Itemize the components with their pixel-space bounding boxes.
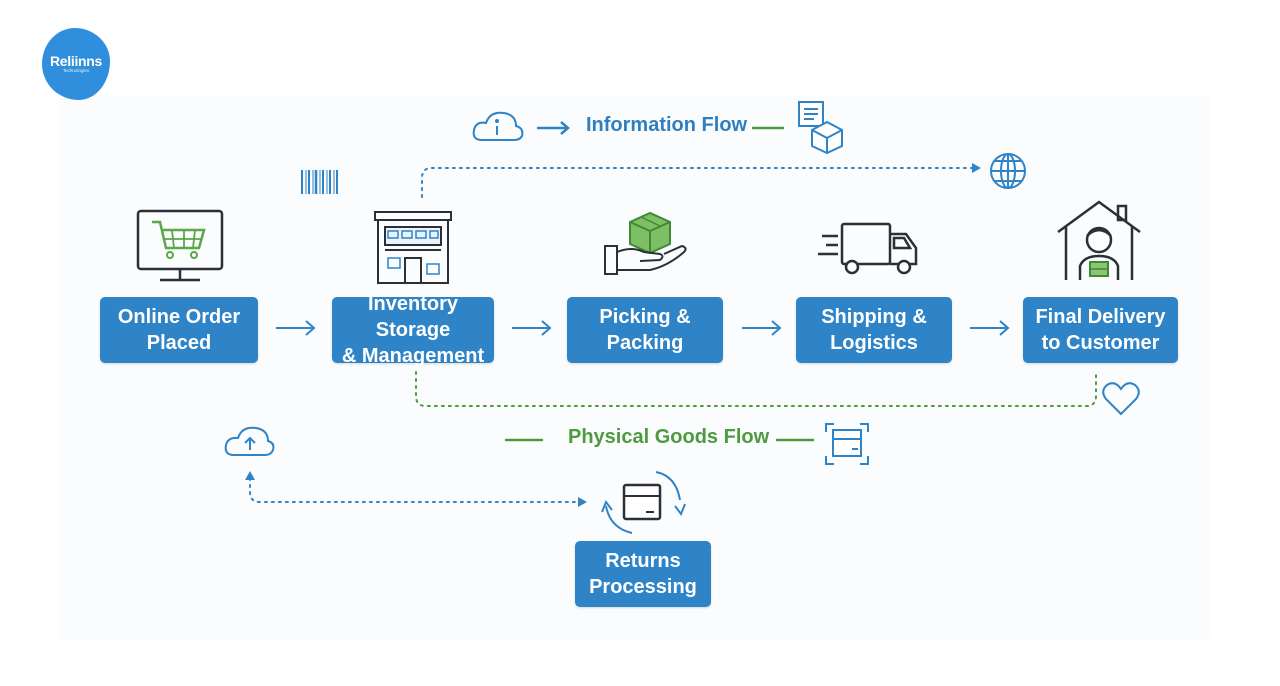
node-shipping-logistics: Shipping & Logistics <box>796 297 952 363</box>
node-inventory-storage: Inventory Storage & Management <box>332 293 494 367</box>
company-logo: Reliinns Technologies <box>42 28 110 100</box>
heart-icon <box>1102 382 1140 416</box>
node-online-order-line2: Placed <box>146 332 212 354</box>
node-picking-packing-line1: Picking & <box>599 306 691 328</box>
node-returns-processing: Returns Processing <box>575 541 711 607</box>
returns-flow-line <box>249 477 579 503</box>
information-flow-label: Information Flow <box>586 114 748 136</box>
hand-box-icon <box>604 211 687 275</box>
returns-cycle-icon <box>601 471 686 534</box>
truck-icon <box>818 222 918 275</box>
house-customer-icon <box>1057 200 1141 280</box>
node-online-order: Online Order Placed <box>100 297 258 363</box>
arrow-inventory-to-picking <box>512 320 552 336</box>
node-final-delivery-line2: to Customer <box>1041 332 1160 354</box>
cloud-upload-icon <box>224 426 275 456</box>
node-final-delivery-line1: Final Delivery <box>1035 306 1166 328</box>
node-returns-processing-line1: Returns <box>605 550 681 572</box>
monitor-cart-icon <box>136 209 224 282</box>
returns-arrowhead-up <box>245 471 255 480</box>
node-picking-packing: Picking & Packing <box>567 297 723 363</box>
node-inventory-storage-line2: & Management <box>341 345 485 367</box>
logo-name: Reliinns <box>49 53 103 69</box>
physical-flow-line <box>415 371 1097 407</box>
information-flow-arrowhead <box>972 163 981 173</box>
information-legend-arrow <box>537 121 570 135</box>
physical-goods-flow-label: Physical Goods Flow <box>568 426 770 448</box>
returns-arrowhead-right <box>578 497 587 507</box>
information-flow-line <box>421 167 973 198</box>
arrow-shipping-to-delivery <box>970 320 1010 336</box>
globe-icon <box>990 153 1026 189</box>
cloud-info-icon <box>472 111 524 141</box>
arrow-picking-to-shipping <box>742 320 782 336</box>
scan-box-icon <box>825 423 869 465</box>
node-shipping-logistics-line2: Logistics <box>830 332 918 354</box>
node-final-delivery: Final Delivery to Customer <box>1023 297 1178 363</box>
document-box-icon <box>798 101 843 155</box>
arrow-order-to-inventory <box>276 320 316 336</box>
barcode-icon <box>301 170 338 194</box>
node-returns-processing-line2: Processing <box>589 576 697 598</box>
node-shipping-logistics-line1: Shipping & <box>821 306 927 328</box>
node-picking-packing-line2: Packing <box>606 332 684 354</box>
node-inventory-storage-line1: Inventory Storage <box>367 293 459 341</box>
warehouse-icon <box>374 211 452 284</box>
logo-tagline: Technologies <box>62 68 90 73</box>
node-online-order-line1: Online Order <box>117 306 241 328</box>
